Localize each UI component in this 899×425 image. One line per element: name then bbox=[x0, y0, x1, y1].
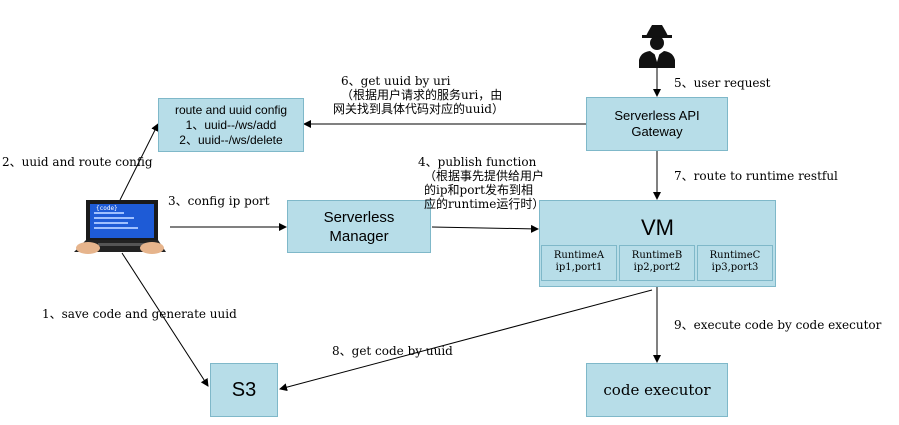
laptop-icon: {code} bbox=[74, 200, 166, 254]
gateway-box: Serverless API Gateway bbox=[586, 97, 728, 151]
manager-line-1: Serverless bbox=[323, 208, 395, 226]
user-icon bbox=[639, 25, 675, 68]
laptop-screen-text: {code} bbox=[96, 205, 118, 212]
runtime-b: RuntimeB ip2,port2 bbox=[619, 245, 695, 281]
label-publish-line-4: 应的runtime运行时） bbox=[424, 197, 545, 211]
runtime-a-addr: ip1,port1 bbox=[555, 262, 603, 273]
vm-title: VM bbox=[641, 215, 674, 240]
label-get-uuid-line-1: 6、get uuid by uri bbox=[341, 74, 451, 88]
label-publish-line-3: 的ip和port发布到相 bbox=[424, 183, 533, 197]
runtime-c: RuntimeC ip3,port3 bbox=[697, 245, 773, 281]
label-get-uuid-line-3: 网关找到具体代码对应的uuid） bbox=[333, 102, 504, 116]
label-get-uuid-line-2: （根据用户请求的服务uri，由 bbox=[341, 88, 503, 102]
runtime-a-name: RuntimeA bbox=[553, 250, 605, 261]
label-save-code: 1、save code and generate uuid bbox=[42, 307, 237, 321]
label-get-code: 8、get code by uuid bbox=[332, 344, 453, 358]
label-user-request: 5、user request bbox=[674, 76, 771, 90]
runtime-a: RuntimeA ip1,port1 bbox=[541, 245, 617, 281]
executor-label: code executor bbox=[603, 381, 711, 399]
s3-label: S3 bbox=[231, 378, 257, 401]
arrow-save-code bbox=[121, 252, 209, 387]
runtime-b-addr: ip2,port2 bbox=[633, 262, 681, 273]
manager-line-2: Manager bbox=[329, 227, 389, 245]
arrow-route-config bbox=[119, 123, 159, 201]
label-publish-line-2: （根据事先提供给用户 bbox=[424, 169, 545, 183]
runtime-c-addr: ip3,port3 bbox=[711, 262, 759, 273]
route-config-box: route and uuid config 1、uuid--/ws/add 2、… bbox=[158, 98, 304, 152]
gateway-line-2: Gateway bbox=[631, 124, 683, 139]
route-config-add: 1、uuid--/ws/add bbox=[185, 117, 277, 132]
label-get-uuid: 6、get uuid by uri （根据用户请求的服务uri，由 网关找到具体… bbox=[333, 74, 504, 116]
executor-box: code executor bbox=[586, 363, 728, 417]
route-config-delete: 2、uuid--/ws/delete bbox=[179, 132, 283, 147]
runtime-b-name: RuntimeB bbox=[631, 250, 683, 261]
runtime-c-name: RuntimeC bbox=[709, 250, 761, 261]
label-execute-code: 9、execute code by code executor bbox=[674, 318, 882, 332]
arrow-get-code bbox=[279, 289, 653, 392]
arrow-publish-function bbox=[431, 224, 539, 233]
gateway-line-1: Serverless API bbox=[614, 108, 700, 123]
route-config-title: route and uuid config bbox=[174, 102, 288, 117]
label-publish-function: 4、publish function （根据事先提供给用户 的ip和port发布… bbox=[418, 155, 544, 211]
label-config-ip-port: 3、config ip port bbox=[168, 194, 270, 208]
manager-box: Serverless Manager bbox=[287, 200, 431, 253]
label-route-config: 2、uuid and route config bbox=[2, 155, 153, 169]
label-route-to-runtime: 7、route to runtime restful bbox=[674, 169, 838, 183]
label-publish-line-1: 4、publish function bbox=[418, 155, 537, 169]
s3-box: S3 bbox=[210, 363, 278, 417]
